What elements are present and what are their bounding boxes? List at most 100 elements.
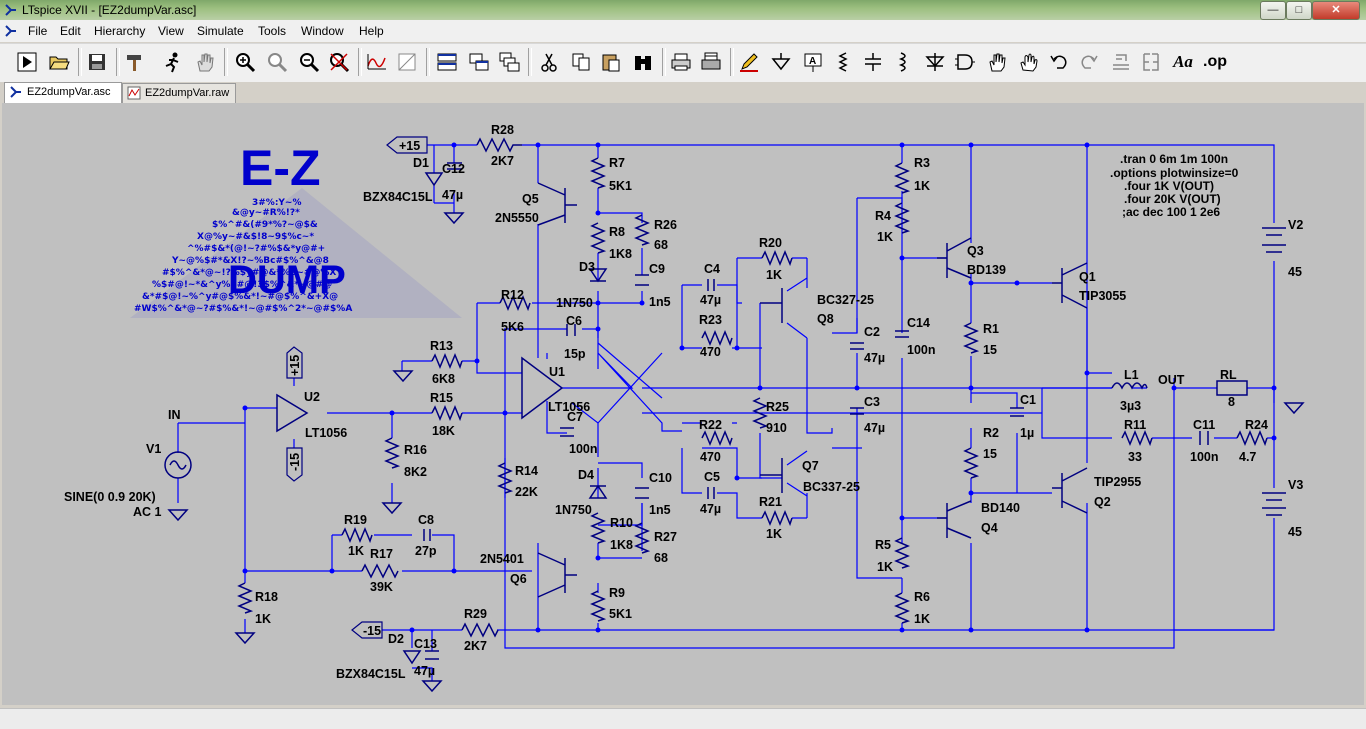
document-icon[interactable] — [3, 23, 19, 39]
zoom-in-icon — [236, 53, 256, 73]
tile-icon — [398, 53, 416, 71]
r5-value: 1K — [877, 560, 893, 574]
minimize-button[interactable]: — — [1260, 1, 1286, 20]
find-button[interactable] — [630, 49, 656, 75]
undo-icon — [1050, 55, 1067, 69]
maximize-button[interactable]: □ — [1286, 1, 1312, 20]
waveform-icon — [367, 54, 386, 70]
net-labels: +15 -15 +15 -15 IN OUT — [168, 136, 1185, 639]
cut-button[interactable] — [536, 49, 562, 75]
r6-value: 1K — [914, 612, 930, 626]
r7-name: R7 — [609, 156, 625, 170]
spice-directive-button[interactable]: .op — [1203, 53, 1227, 70]
run-button[interactable] — [14, 49, 40, 75]
tile-vertical-icon — [469, 53, 489, 71]
logo-line2: DUMP — [228, 258, 346, 302]
menu-tools[interactable]: Tools — [258, 24, 287, 38]
undo-button[interactable] — [1046, 49, 1072, 75]
zoom-fit-button[interactable] — [326, 49, 352, 75]
paste-button[interactable] — [598, 49, 624, 75]
component-labels: R28 2K7 D1 BZX84C15L C12 47µ R7 5K1 Q5 2… — [64, 123, 1303, 681]
toolbar-separator — [426, 48, 430, 76]
u2-neg15-label: -15 — [288, 453, 302, 471]
printer-setup-icon — [701, 52, 721, 70]
r25-name: R25 — [766, 400, 789, 414]
close-button[interactable]: ✕ — [1312, 1, 1360, 20]
cascade-button[interactable] — [496, 49, 522, 75]
tab-schematic[interactable]: EZ2dumpVar.asc — [4, 82, 122, 104]
tile-horizontal-button[interactable] — [434, 49, 460, 75]
mirror-button[interactable] — [1138, 49, 1164, 75]
menu-view[interactable]: View — [158, 24, 184, 38]
c10-name: C10 — [649, 471, 672, 485]
inductor-button[interactable] — [890, 49, 916, 75]
inductor-symbol — [1111, 382, 1148, 390]
menu-simulate[interactable]: Simulate — [197, 24, 244, 38]
print-button[interactable] — [698, 49, 724, 75]
plot-settings-button[interactable] — [364, 49, 390, 75]
label-icon: A — [804, 53, 822, 72]
r17-name: R17 — [370, 547, 393, 561]
q3-name: Q3 — [967, 244, 984, 258]
zoom-out-button[interactable] — [296, 49, 322, 75]
menu-help[interactable]: Help — [359, 24, 384, 38]
label-net-button[interactable]: A — [800, 49, 826, 75]
pan-button[interactable] — [192, 49, 218, 75]
directive-four-20k: .four 20K V(OUT) — [1124, 192, 1221, 206]
menu-edit[interactable]: Edit — [60, 24, 81, 38]
capacitor-button[interactable] — [860, 49, 886, 75]
resistor-button[interactable] — [830, 49, 856, 75]
r11-name: R11 — [1124, 418, 1146, 432]
r23-name: R23 — [699, 313, 722, 327]
schematic-canvas[interactable]: 3#%:Y~% &@y~#R%!?* $%^#&(#9*%?~@$& X@%y~… — [2, 103, 1364, 705]
drag-button[interactable] — [1016, 49, 1042, 75]
svg-text:#$%^&*@~!?%$y#@&*%$~#@%X: #$%^&*@~!?%$y#@&*%$~#@%X — [162, 268, 336, 278]
text-button[interactable]: Aa — [1173, 52, 1193, 71]
move-button[interactable] — [984, 49, 1010, 75]
c7-name: C7 — [567, 410, 583, 424]
c6-name: C6 — [566, 314, 582, 328]
d2-value: BZX84C15L — [336, 667, 406, 681]
tab-waveform[interactable]: EZ2dumpVar.raw — [122, 83, 236, 103]
redo-button[interactable] — [1076, 49, 1102, 75]
menu-hierarchy[interactable]: Hierarchy — [94, 24, 146, 38]
tile-pane-button[interactable] — [394, 49, 420, 75]
net-label-pos15: +15 — [399, 139, 420, 153]
open-button[interactable] — [46, 49, 72, 75]
menu-window[interactable]: Window — [301, 24, 344, 38]
pencil-icon — [740, 53, 758, 72]
v2-value: 45 — [1288, 265, 1302, 279]
copy-button[interactable] — [568, 49, 594, 75]
tile-vertical-button[interactable] — [466, 49, 492, 75]
component-button[interactable] — [952, 49, 978, 75]
r22-value: 470 — [700, 450, 721, 464]
c12-value: 47µ — [442, 188, 463, 202]
r6-name: R6 — [914, 590, 930, 604]
r17-value: 39K — [370, 580, 393, 594]
wire-button[interactable] — [736, 49, 762, 75]
capacitor-icon — [865, 53, 881, 71]
c11-value: 100n — [1190, 450, 1219, 464]
svg-text:A: A — [809, 56, 816, 67]
save-button[interactable] — [84, 49, 110, 75]
ez-dump-logo: 3#%:Y~% &@y~#R%!?* $%^#&(#9*%?~@$& X@%y~… — [130, 140, 462, 318]
running-man-icon — [165, 52, 179, 73]
svg-text:^%#$&*(@!~?#%$&*y@#+: ^%#$&*(@!~?#%$&*y@#+ — [187, 244, 325, 254]
r14-name: R14 — [515, 464, 538, 478]
print-preview-button[interactable] — [668, 49, 694, 75]
rotate-button[interactable] — [1108, 49, 1134, 75]
c6-value: 15p — [564, 347, 586, 361]
r11-value: 33 — [1128, 450, 1142, 464]
ground-button[interactable] — [768, 49, 794, 75]
menu-file[interactable]: File — [28, 24, 48, 38]
zoom-back-button[interactable] — [264, 49, 290, 75]
v1-name: V1 — [146, 442, 161, 456]
diode-button[interactable] — [922, 49, 948, 75]
c14-name: C14 — [907, 316, 930, 330]
c11-name: C11 — [1193, 418, 1215, 432]
zoom-in-button[interactable] — [232, 49, 258, 75]
control-panel-button[interactable] — [122, 49, 148, 75]
svg-text:#W$%^&*@~?#$%&*!~@#$%^2*~@#$%A: #W$%^&*@~?#$%&*!~@#$%^2*~@#$%A — [134, 304, 352, 314]
r15-value: 18K — [432, 424, 455, 438]
run-man-button[interactable] — [160, 49, 186, 75]
